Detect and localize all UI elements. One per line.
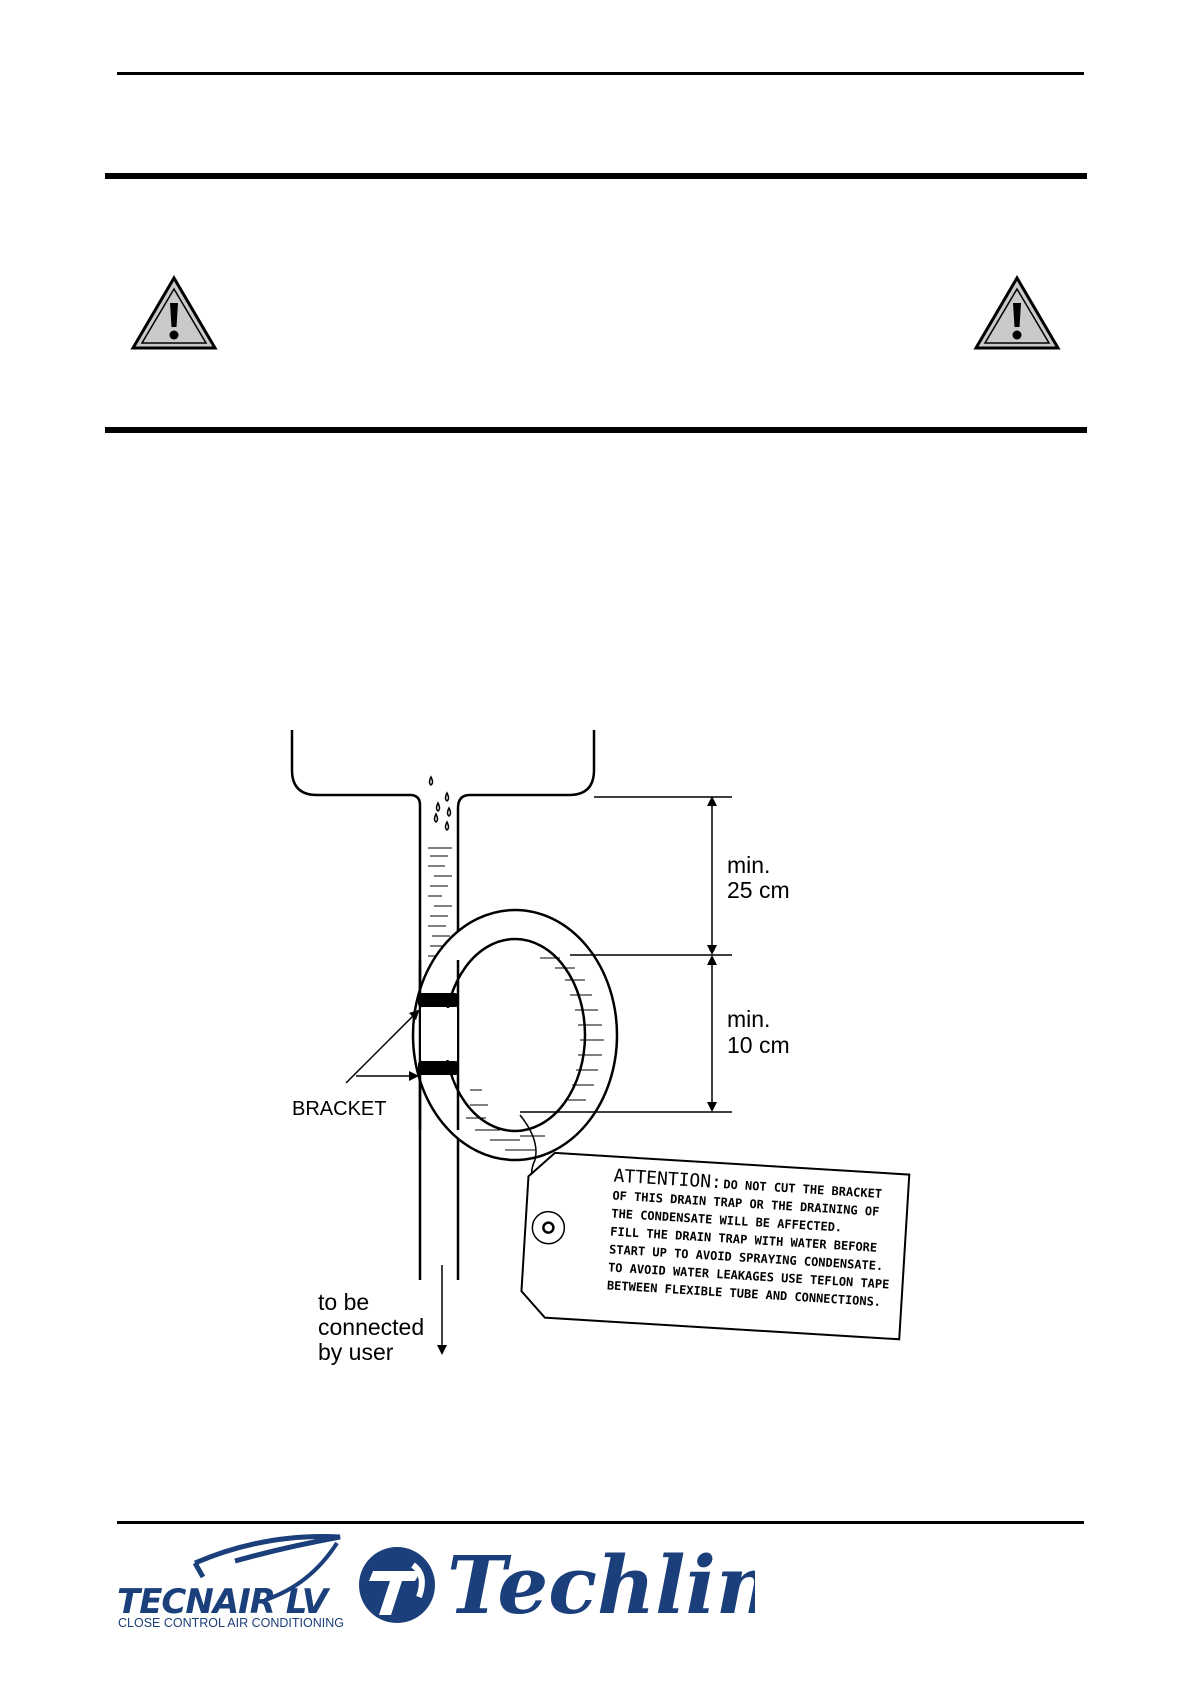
tecnair-logo-name: TECNAIR LV <box>117 1582 331 1622</box>
dimension-top-line1: min. <box>727 852 770 878</box>
warning-box-bottom-rule <box>105 427 1087 433</box>
bracket-label: BRACKET <box>292 1098 386 1120</box>
techline-logo-name: Techline <box>447 1538 755 1632</box>
outlet-label-line2: connected <box>318 1314 424 1340</box>
outlet-label-line1: to be <box>318 1289 369 1315</box>
techline-logo: Techline <box>359 1538 755 1632</box>
warning-triangle-icon <box>130 275 218 350</box>
bracket-arrows <box>345 1009 420 1084</box>
tecnair-logo: TECNAIR LV CLOSE CONTROL AIR CONDITIONIN… <box>117 1534 344 1630</box>
warning-box-top-rule <box>105 173 1087 179</box>
dimension-top-line2: 25 cm <box>727 877 790 903</box>
tecnair-logo-tagline: CLOSE CONTROL AIR CONDITIONING <box>118 1616 344 1630</box>
trap-loop <box>411 908 619 1162</box>
water-drops <box>428 775 452 831</box>
footer-rule <box>117 1521 1084 1524</box>
warning-triangle-icon <box>973 275 1061 350</box>
dimension-lines <box>520 796 732 1113</box>
attention-tag: ATTENTION: DO NOT CUT THE BRACKET OF THI… <box>520 1151 911 1341</box>
outlet-label-line3: by user <box>318 1339 394 1365</box>
dimension-bottom-line2: 10 cm <box>727 1032 790 1058</box>
dimension-bottom-line1: min. <box>727 1006 770 1032</box>
header-rule <box>117 72 1084 75</box>
pipe-water-hatching <box>428 847 452 957</box>
drain-pan <box>290 730 596 1280</box>
